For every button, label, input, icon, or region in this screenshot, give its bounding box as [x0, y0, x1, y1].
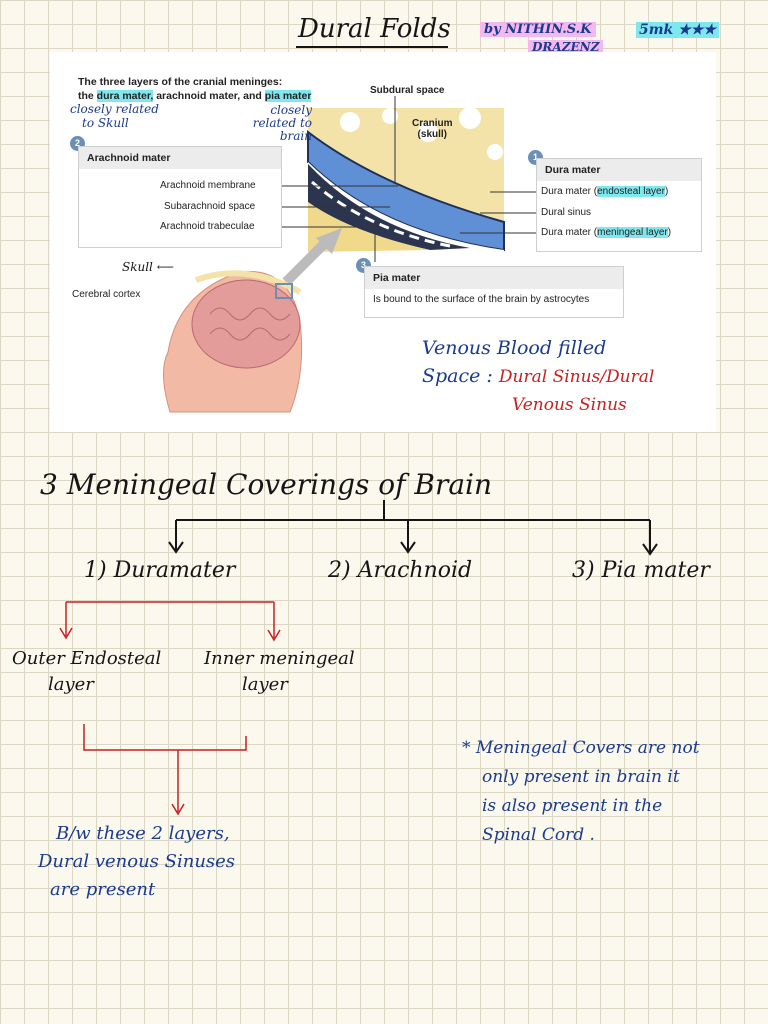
caption-mid: arachnoid mater, and — [153, 90, 265, 102]
brain-illustration — [191, 279, 301, 369]
venous-note: Venous Blood filled Space : Dural Sinus/… — [422, 334, 654, 419]
bone-pore — [340, 112, 360, 132]
trabeculae-pattern — [311, 180, 451, 248]
label-dural-sinus: Dural sinus — [541, 207, 592, 218]
branch-pia-mater: 3) Pia mater — [572, 558, 710, 583]
arrow-down-icon — [59, 627, 73, 640]
brain-folds — [209, 327, 291, 341]
dura-note-line-2: to Skull — [82, 116, 129, 130]
figure-caption: The three layers of the cranial meninges… — [78, 76, 282, 88]
dura-note: closely related to Skull — [70, 102, 159, 130]
dura-endosteal-suffix: ) — [664, 186, 669, 197]
venous-note-line-1: Venous Blood filled — [422, 337, 607, 359]
bone-pore — [487, 144, 503, 160]
arachnoid-box-title: Arachnoid mater — [79, 147, 281, 169]
label-cerebral-cortex: Cerebral cortex — [72, 289, 141, 300]
bone-pore — [459, 107, 481, 129]
between-layers-note: B/w these 2 layers, Dural venous Sinuses… — [38, 820, 235, 904]
meninges-illustration — [163, 96, 538, 413]
outer-endosteal-layer: Outer Endosteal layer — [12, 646, 161, 698]
zoom-arrow-head — [316, 228, 342, 254]
dura-meningeal-highlight: meningeal layer — [597, 227, 668, 238]
pia-box-title: Pia mater — [365, 267, 623, 289]
arrow-down-icon — [642, 543, 658, 556]
inner-meningeal-layer: Inner meningeal layer — [204, 646, 355, 698]
skull-outline — [194, 270, 302, 295]
between-line-1: B/w these 2 layers, — [56, 823, 230, 844]
caption-pia: pia mater — [264, 90, 312, 102]
cranium-text: Cranium — [412, 118, 453, 129]
author-credit: by NITHIN.S.K — [480, 22, 596, 37]
dura-box-title: Dura mater — [537, 159, 701, 181]
author-name: by NITHIN.S.K — [484, 22, 592, 37]
venous-note-line-3: Venous Sinus — [512, 395, 627, 415]
pia-note-line-1: closely — [270, 103, 312, 117]
star-icon: ★★★ — [678, 22, 716, 38]
label-subarachnoid-space: Subarachnoid space — [164, 201, 256, 212]
arrow-left-icon: ⟵ — [156, 260, 174, 274]
caption-line-1: The three layers of the cranial meninges… — [78, 76, 283, 88]
venous-space-label: Space : — [422, 365, 493, 387]
label-dura-endosteal: Dura mater (endosteal layer) — [541, 186, 668, 197]
pia-note-line-3: brain — [279, 129, 312, 143]
dura-endosteal-highlight: endosteal layer — [597, 186, 665, 197]
side-note-line-1: * Meningeal Covers are not — [462, 738, 700, 758]
zoom-arrow — [282, 234, 334, 286]
label-subdural-space: Subdural space — [370, 85, 445, 96]
dura-meningeal-prefix: Dura mater ( — [541, 227, 598, 238]
outer-line-2: layer — [48, 674, 94, 695]
label-dura-meningeal: Dura mater (meningeal layer) — [541, 227, 671, 238]
branch-duramater: 1) Duramater — [84, 558, 236, 583]
outer-line-1: Outer Endosteal — [12, 648, 162, 669]
side-note-line-4: Spinal Cord . — [482, 825, 595, 845]
venous-note-line-2: Space : Dural Sinus/Dural — [422, 362, 654, 391]
between-line-2: Dural venous Sinuses — [38, 851, 236, 872]
page-title: Dural Folds — [298, 14, 451, 44]
caption-dura: dura mater, — [96, 90, 154, 102]
pia-box-text: Is bound to the surface of the brain by … — [373, 294, 590, 305]
notes-heading: 3 Meningeal Coverings of Brain — [40, 468, 493, 501]
dura-note-line-1: closely related — [70, 102, 159, 116]
pia-note-line-2: related to — [252, 116, 312, 130]
arrow-down-icon — [400, 541, 416, 554]
side-note-line-2: only present in brain it — [482, 767, 680, 787]
side-note: * Meningeal Covers are not only present … — [462, 734, 700, 850]
bone-pore — [382, 108, 398, 124]
brain-folds — [209, 307, 291, 321]
dura-meningeal-suffix: ) — [667, 227, 672, 238]
meninges-figure: The three layers of the cranial meninges… — [50, 52, 716, 432]
caption-prefix: the — [78, 90, 97, 102]
branch-arachnoid: 2) Arachnoid — [328, 558, 473, 583]
bracket-line — [83, 724, 247, 751]
side-note-line-3: is also present in the — [482, 796, 663, 816]
pia-box: Pia mater Is bound to the surface of the… — [364, 266, 624, 318]
venous-space-value: Dural Sinus/Dural — [498, 367, 655, 387]
dura-endosteal-prefix: Dura mater ( — [541, 186, 598, 197]
between-line-3: are present — [50, 879, 156, 900]
bone-pore — [418, 122, 438, 142]
pia-note: closely related to brain — [236, 104, 312, 143]
marks-text: 5mk — [639, 22, 674, 38]
title-underline — [296, 46, 448, 48]
label-cranium: Cranium (skull) — [412, 118, 453, 140]
inner-line-2: layer — [242, 674, 288, 695]
figure-caption-2: the dura mater, arachnoid mater, and pia… — [78, 90, 312, 102]
arrow-down-icon — [267, 629, 281, 642]
arachnoid-box: Arachnoid mater — [78, 146, 282, 248]
zoom-box — [275, 283, 293, 299]
brain-surface — [308, 202, 430, 252]
skull-note: Skull ⟵ — [122, 260, 174, 274]
skull-note-text: Skull — [122, 260, 153, 274]
arrow-down-icon — [168, 541, 184, 554]
marks-badge: 5mk ★★★ — [636, 22, 719, 38]
cranium-sub-text: (skull) — [417, 129, 447, 140]
label-arachnoid-trabeculae: Arachnoid trabeculae — [160, 221, 255, 232]
label-arachnoid-membrane: Arachnoid membrane — [160, 180, 256, 191]
arrow-down-icon — [171, 803, 185, 816]
author-sub: DRAZENZ — [528, 40, 604, 54]
inner-line-1: Inner meningeal — [204, 648, 355, 669]
